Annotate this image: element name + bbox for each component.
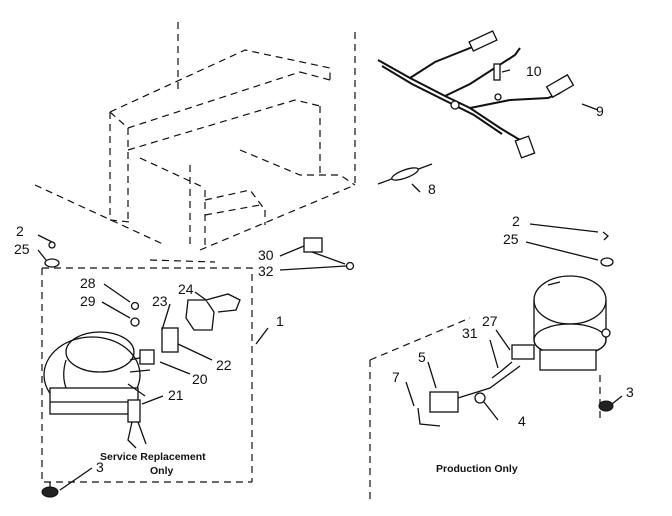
callout-7: 7: [392, 369, 400, 385]
callout-20: 20: [192, 371, 208, 387]
cabinet-outline: [34, 22, 356, 263]
callout-25-right: 25: [503, 231, 519, 247]
callout-9: 9: [596, 103, 604, 119]
callout-32: 32: [258, 263, 274, 279]
callout-24: 24: [178, 281, 194, 297]
callout-1: 1: [276, 313, 284, 329]
wire-harness: [377, 30, 575, 159]
production-caption: Production Only: [436, 463, 518, 475]
callout-3-right: 3: [626, 384, 634, 400]
service-small-parts: [127, 293, 241, 449]
callout-27: 27: [482, 313, 498, 329]
callout-2-left: 2: [16, 223, 24, 239]
service-caption-line1: Service Replacement: [100, 451, 206, 463]
callout-3-left: 3: [96, 459, 104, 475]
callout-21: 21: [168, 387, 184, 403]
part-30-32: [303, 237, 355, 271]
callout-25-left: 25: [14, 241, 30, 257]
service-caption-line2: Only: [150, 465, 173, 477]
callout-31: 31: [462, 325, 478, 341]
callout-4: 4: [518, 413, 526, 429]
production-compressor: [369, 275, 611, 500]
left-grommets: [41, 241, 60, 498]
callout-23: 23: [152, 293, 168, 309]
service-box: [41, 267, 253, 483]
callout-8: 8: [428, 181, 436, 197]
callout-10: 10: [526, 63, 542, 79]
callout-28: 28: [80, 275, 96, 291]
callout-29: 29: [80, 293, 96, 309]
callout-30: 30: [258, 247, 274, 263]
callout-22: 22: [216, 357, 232, 373]
callout-2-right: 2: [512, 213, 520, 229]
part-8-drier: [377, 163, 433, 185]
right-grommets: [598, 231, 614, 412]
callout-5: 5: [418, 349, 426, 365]
service-compressor: [43, 331, 151, 415]
leader-lines: [37, 69, 623, 491]
